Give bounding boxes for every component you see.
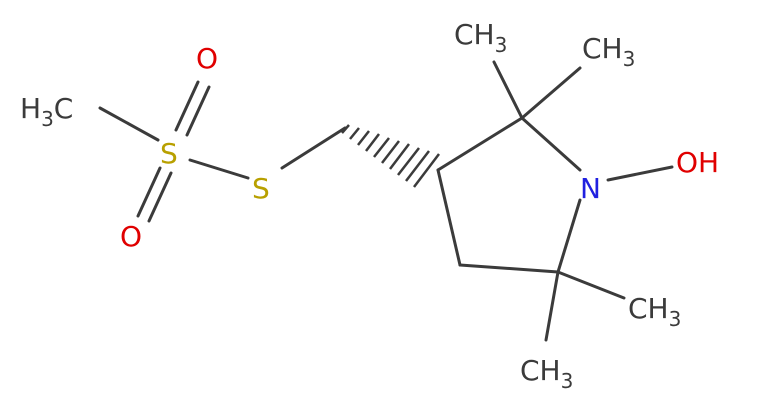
bond-c3-c2 xyxy=(436,116,524,172)
atom-ch3-left: H3C xyxy=(20,92,73,131)
bond-c2-ch3b xyxy=(520,66,582,120)
atom-ch3-bottom: CH3 xyxy=(520,354,573,393)
bond-n-oh xyxy=(606,165,674,182)
atom-ch3-top-b: CH3 xyxy=(582,32,635,71)
bond-s-o-top-b xyxy=(185,85,211,137)
atom-s-sulfonyl: S xyxy=(160,137,178,170)
atom-n-ring: N xyxy=(580,172,601,205)
bonds xyxy=(98,60,674,342)
bond-c4-c3 xyxy=(436,168,462,267)
atom-oh: OH xyxy=(676,146,719,179)
bond-c5-c4 xyxy=(458,263,560,274)
hashed-wedge-bond xyxy=(341,124,440,188)
bond-s-o-top-a xyxy=(174,80,200,132)
atom-s-thio: S xyxy=(252,172,270,205)
bond-s-s xyxy=(188,158,250,180)
bond-s-o-bottom-b xyxy=(147,171,173,223)
bond-c2-n xyxy=(520,116,582,172)
bond-s-o-bottom-a xyxy=(136,166,162,218)
atom-ch3-top-a: CH3 xyxy=(454,18,507,57)
atom-o-top: O xyxy=(196,42,218,75)
atom-ch3-bottom-right: CH3 xyxy=(628,292,681,331)
bond-n-c5 xyxy=(556,198,582,274)
bond-c5-ch3a xyxy=(556,270,626,300)
bond-s-ch2 xyxy=(280,126,347,170)
atom-o-bottom: O xyxy=(120,220,142,253)
bond-c5-ch3b xyxy=(544,270,560,342)
bond-c2-ch3a xyxy=(492,60,524,120)
bond-ch3-s xyxy=(98,106,160,142)
